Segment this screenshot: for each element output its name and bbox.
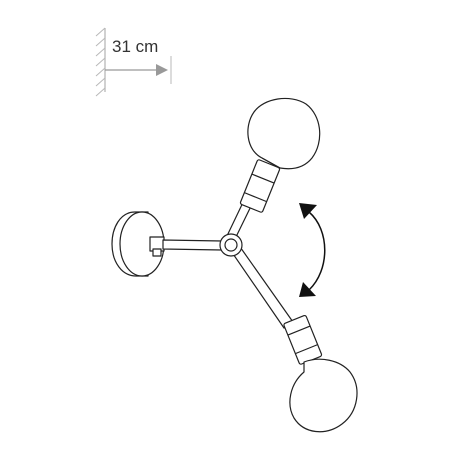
wall-hatch-icon	[95, 27, 106, 97]
upper-bulb	[247, 97, 321, 170]
lower-arm	[228, 243, 294, 329]
upper-socket	[239, 159, 281, 213]
wall-arm	[162, 239, 223, 251]
lower-bulb	[289, 358, 358, 433]
arrow-right-icon	[105, 64, 168, 76]
center-joint-ring	[224, 238, 238, 252]
wall-mount-plate	[111, 211, 165, 277]
rotation-arc-icon	[299, 203, 326, 297]
lower-socket	[283, 314, 323, 365]
dimension-label: 31 cm	[112, 37, 158, 56]
lamp	[111, 97, 358, 433]
